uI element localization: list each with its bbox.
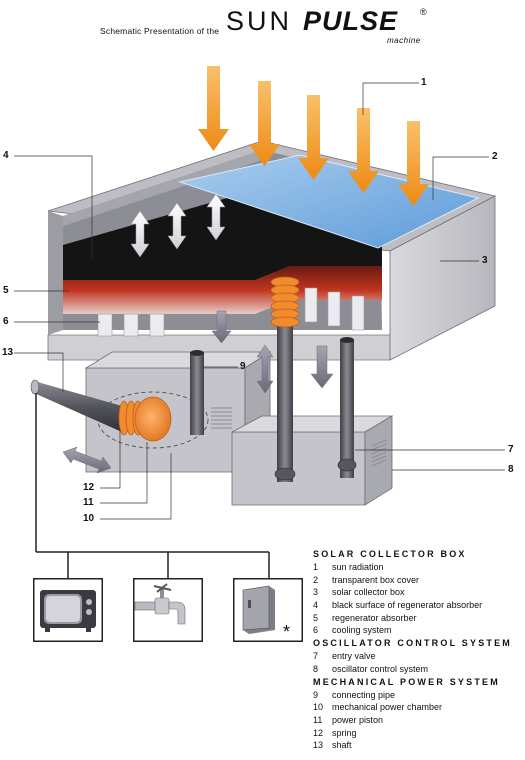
- entry-valve-pipe: [337, 337, 357, 478]
- brand-sun: SUN: [226, 6, 293, 36]
- legend-item-number: 5: [313, 612, 319, 623]
- legend-item-label: cooling system: [332, 625, 392, 636]
- television-icon: [40, 590, 96, 632]
- legend-item: 7 entry valve: [313, 650, 518, 663]
- legend-item-number: 3: [313, 587, 319, 598]
- legend-item-label: transparent box cover: [332, 574, 420, 585]
- legend-item: 9 connecting pipe: [313, 689, 518, 702]
- shaft: [30, 379, 122, 432]
- oscillation-arrow: [62, 446, 112, 474]
- legend-item-number: 11: [313, 714, 323, 725]
- water-tap-icon: [134, 583, 186, 625]
- legend-item: 10 mechanical power chamber: [313, 701, 518, 714]
- callout-9: 9: [240, 361, 246, 372]
- callout-4: 4: [3, 150, 9, 161]
- legend-item: 11 power piston: [313, 714, 518, 727]
- legend-item-label: shaft: [332, 740, 352, 751]
- legend-item: 2 transparent box cover: [313, 574, 518, 587]
- callout-3: 3: [482, 255, 488, 266]
- legend-section-title: SOLAR COLLECTOR BOX: [313, 549, 467, 559]
- legend-item-label: solar collector box: [332, 587, 405, 598]
- piston-rod: [274, 282, 296, 482]
- refrigerator-icon: [242, 585, 275, 634]
- callout-8: 8: [508, 464, 514, 475]
- callout-7: 7: [508, 444, 514, 455]
- appliance-tv: [33, 578, 103, 642]
- registered-mark: ®: [420, 7, 427, 17]
- callout-leaders: [14, 82, 505, 520]
- heat-exchange-arrows: [130, 193, 226, 258]
- legend-item-label: power piston: [332, 714, 384, 725]
- legend-item: 6 cooling system: [313, 624, 518, 637]
- legend-item: 12 spring: [313, 727, 518, 740]
- legend-item-number: 2: [313, 574, 319, 585]
- legend-item: 4 black surface of regenerator absorber: [313, 599, 518, 612]
- legend-item-number: 8: [313, 663, 319, 674]
- legend-item: 5 regenerator absorber: [313, 612, 518, 625]
- sun-radiation-arrows: [198, 66, 429, 206]
- appliance-fridge: *: [233, 578, 303, 642]
- header-subtitle: machine: [387, 36, 421, 45]
- callout-11: 11: [83, 497, 94, 508]
- legend-item-number: 4: [313, 600, 319, 611]
- legend: SOLAR COLLECTOR BOX 1 sun radiation 2 tran…: [313, 548, 518, 752]
- power-piston: [134, 396, 172, 442]
- regenerator-coil: [270, 276, 300, 328]
- legend-item-label: entry valve: [332, 651, 376, 662]
- power-wiring: [35, 393, 270, 578]
- legend-item-number: 13: [313, 740, 324, 751]
- legend-item-label: connecting pipe: [332, 689, 396, 700]
- legend-item: 3 solar collector box: [313, 586, 518, 599]
- callout-13: 13: [2, 347, 14, 358]
- transparent-box-cover: [178, 154, 480, 249]
- legend-item-label: spring: [332, 727, 357, 738]
- legend-section-title: OSCILLATOR CONTROL SYSTEM: [313, 638, 513, 649]
- callout-5: 5: [3, 285, 9, 296]
- callout-10: 10: [83, 513, 95, 524]
- header-prefix: Schematic Presentation of the: [100, 26, 220, 36]
- connecting-pipe: [190, 350, 204, 435]
- legend-item-label: black surface of regenerator absorber: [332, 600, 483, 611]
- asterisk-mark: *: [283, 622, 290, 642]
- legend-item-number: 12: [313, 727, 324, 738]
- legend-item-label: oscillator control system: [332, 663, 429, 674]
- legend-item: 8 oscillator control system: [313, 663, 518, 676]
- oscillator-control-box: [231, 415, 394, 506]
- appliance-tap: [133, 578, 203, 642]
- legend-item-number: 1: [313, 562, 319, 572]
- legend-item-label: sun radiation: [332, 562, 384, 572]
- legend-item-number: 7: [313, 651, 319, 662]
- legend-item-number: 6: [313, 625, 319, 636]
- legend-item-number: 9: [313, 689, 319, 700]
- legend-item-number: 10: [313, 702, 324, 713]
- flow-arrows: [211, 310, 334, 394]
- legend-item-label: mechanical power chamber: [332, 702, 443, 713]
- legend-section-title: MECHANICAL POWER SYSTEM: [313, 676, 500, 687]
- brand-pulse: PULSE: [303, 6, 399, 36]
- legend-item: 13 shaft: [313, 739, 518, 752]
- legend-item-label: regenerator absorber: [332, 612, 417, 623]
- callout-2: 2: [492, 151, 498, 162]
- legend-item: 1 sun radiation: [313, 561, 518, 574]
- callout-6: 6: [3, 316, 9, 327]
- header: Schematic Presentation of the SUN PULSE …: [0, 0, 525, 52]
- callout-1: 1: [421, 77, 427, 88]
- callout-12: 12: [83, 482, 95, 493]
